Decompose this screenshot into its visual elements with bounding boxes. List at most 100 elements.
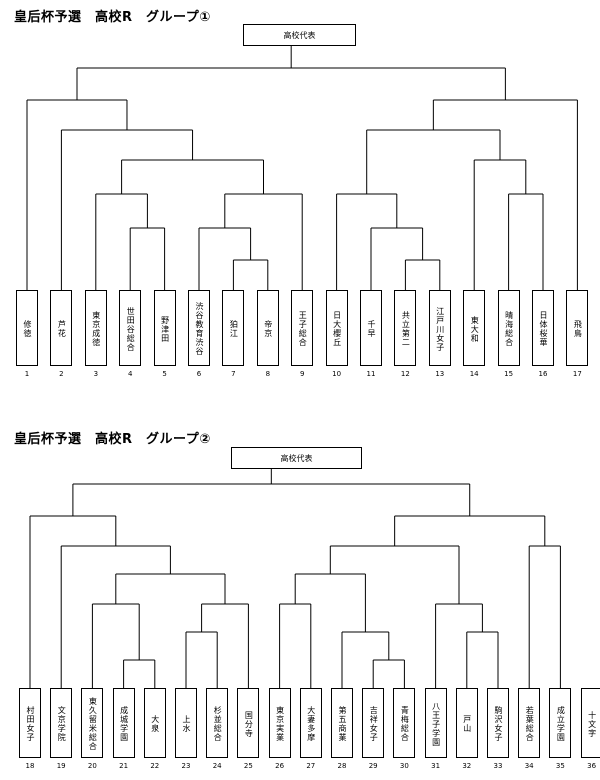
team-number: 31: [431, 762, 441, 770]
team-box: 芦花: [50, 290, 73, 366]
team-number: 21: [119, 762, 129, 770]
team-number: 19: [56, 762, 66, 770]
team-name: 駒沢女子: [494, 706, 503, 742]
team-box: 成城学園: [112, 688, 135, 758]
team-number: 34: [524, 762, 534, 770]
team-name: 帝京: [263, 320, 273, 338]
team-number: 6: [196, 370, 202, 378]
team-box: 江戸川女子: [428, 290, 451, 366]
team-name: 世田谷総合: [126, 306, 136, 352]
team-number: 22: [150, 762, 160, 770]
team-box: 帝京: [256, 290, 279, 366]
team-box: 共立第二: [394, 290, 417, 366]
team-number: 35: [555, 762, 565, 770]
team-box: 東大和: [463, 290, 486, 366]
team-number: 8: [265, 370, 271, 378]
team-number: 12: [400, 370, 410, 378]
team-box: 八王子学園: [424, 688, 447, 758]
team-name: 共立第二: [401, 311, 411, 347]
team-name: 国分寺: [244, 710, 254, 738]
team-box: 王子総合: [291, 290, 314, 366]
team-number: 28: [337, 762, 347, 770]
group1-final-box: 高校代表: [243, 24, 356, 46]
team-box: 東京成徳: [84, 290, 107, 366]
team-box: 渋谷教育渋谷: [188, 290, 210, 366]
team-number: 27: [306, 762, 316, 770]
team-number: 15: [504, 370, 514, 378]
team-box: 上水: [175, 688, 197, 758]
team-name: 第五商業: [338, 706, 347, 742]
team-box: 日体桜華: [532, 290, 554, 366]
team-name: 文京学院: [57, 706, 67, 742]
team-box: 国分寺: [237, 688, 260, 758]
team-number: 20: [87, 762, 97, 770]
team-number: 14: [469, 370, 479, 378]
team-box: 大泉: [143, 688, 166, 758]
team-number: 2: [59, 370, 64, 378]
group2-title: 皇后杯予選 高校R グループ②: [14, 432, 211, 447]
team-number: 24: [212, 762, 222, 770]
team-name: 日体桜華: [539, 311, 548, 347]
team-box: 千早: [360, 290, 382, 366]
team-box: 十文字: [580, 688, 600, 758]
team-name: 村田女子: [26, 706, 35, 742]
team-box: 成立学園: [549, 688, 572, 758]
team-name: 江戸川女子: [435, 306, 445, 352]
team-box: 修徳: [16, 290, 38, 366]
team-box: 東京実業: [268, 688, 291, 758]
team-name: 渋谷教育渋谷: [195, 302, 204, 356]
team-box: 東久留米総合: [81, 688, 104, 758]
team-box: 吉祥女子: [362, 688, 385, 758]
team-number: 16: [538, 370, 548, 378]
team-name: 王子総合: [298, 311, 308, 347]
team-name: 東大和: [470, 315, 480, 343]
team-name: 芦花: [57, 320, 67, 338]
team-number: 32: [462, 762, 472, 770]
team-number: 23: [181, 762, 191, 770]
team-name: 成城学園: [119, 706, 129, 742]
team-number: 5: [162, 370, 167, 378]
team-box: 青梅総合: [393, 688, 416, 758]
team-number: 17: [572, 370, 582, 378]
team-box: 大妻多摩: [299, 688, 322, 758]
team-name: 東京実業: [275, 706, 285, 742]
team-number: 33: [493, 762, 503, 770]
team-box: 文京学院: [50, 688, 73, 758]
team-number: 1: [24, 370, 30, 378]
group2-final-box: 高校代表: [231, 447, 362, 469]
team-name: 東京成徳: [91, 311, 101, 347]
team-box: 杉並総合: [206, 688, 229, 758]
team-name: 大妻多摩: [306, 706, 316, 742]
team-name: 千早: [367, 320, 376, 338]
team-box: 世田谷総合: [119, 290, 142, 366]
team-number: 3: [93, 370, 99, 378]
group1-title: 皇后杯予選 高校R グループ①: [14, 10, 211, 25]
team-number: 4: [127, 370, 133, 378]
team-box: 晴海総合: [497, 290, 520, 366]
team-name: 野津田: [160, 315, 170, 343]
team-name: 狛江: [229, 320, 239, 338]
team-name: 成立学園: [556, 706, 566, 742]
team-name: 杉並総合: [213, 706, 223, 742]
team-name: 日大櫻丘: [332, 311, 342, 347]
team-number: 18: [25, 762, 35, 770]
group1-bracket-lines: [26, 46, 578, 290]
team-name: 若葉総合: [525, 706, 535, 742]
team-box: 飛鳥: [566, 290, 589, 366]
team-name: 八王子学園: [431, 701, 441, 747]
team-box: 狛江: [222, 290, 245, 366]
team-box: 村田女子: [19, 688, 41, 758]
team-number: 26: [275, 762, 285, 770]
team-box: 第五商業: [331, 688, 353, 758]
team-box: 駒沢女子: [487, 688, 509, 758]
team-name: 大泉: [150, 715, 160, 733]
team-number: 25: [243, 762, 253, 770]
team-name: 修徳: [23, 320, 32, 338]
team-number: 36: [587, 762, 597, 770]
team-name: 上水: [182, 715, 191, 733]
team-box: 日大櫻丘: [325, 290, 348, 366]
team-box: 戸山: [455, 688, 478, 758]
team-name: 飛鳥: [573, 320, 583, 338]
team-number: 10: [332, 370, 342, 378]
